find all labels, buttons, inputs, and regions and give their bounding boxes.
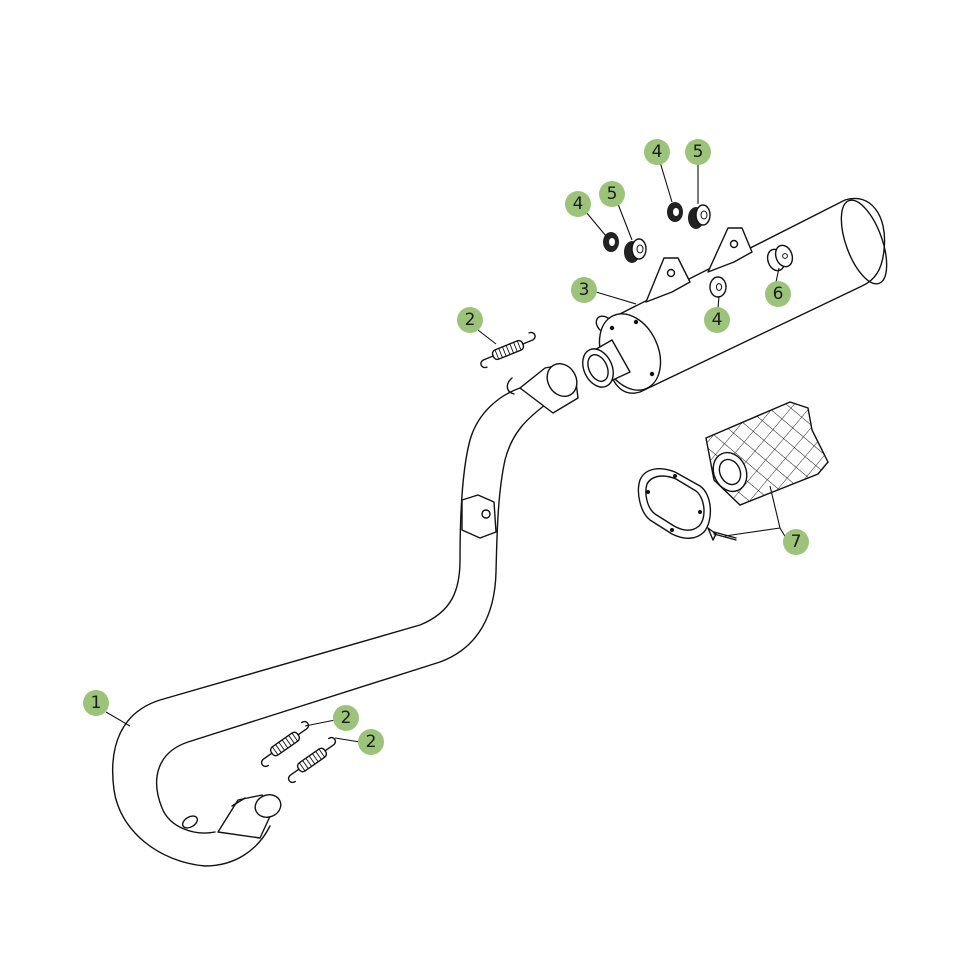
callout-layer: 1 2 2 2 3 4 4 4 5 5 6 7	[83, 139, 809, 755]
grommet-right	[688, 204, 711, 229]
end-cap-bolt	[707, 527, 737, 541]
callout-1: 1	[83, 690, 109, 716]
washer-right	[667, 202, 683, 222]
callout-6-label: 6	[773, 284, 784, 304]
callout-2-lower-b: 2	[358, 729, 384, 755]
callout-2-upper: 2	[457, 307, 483, 333]
spring-lower-2	[287, 736, 337, 784]
callout-2-upper-label: 2	[465, 310, 476, 330]
callout-7: 7	[783, 529, 809, 555]
callout-4-left: 4	[565, 191, 591, 217]
callout-4-lower-label: 4	[712, 310, 723, 330]
spring-upper	[480, 331, 536, 369]
spark-arrester-mesh	[705, 401, 829, 506]
header-pipe	[111, 362, 579, 867]
spring-lower-1	[260, 720, 310, 768]
washer-left	[603, 232, 619, 252]
washer-lower	[709, 276, 727, 298]
callout-5-left: 5	[599, 181, 625, 207]
callout-7-label: 7	[791, 532, 802, 552]
callout-2-lower-a: 2	[333, 705, 359, 731]
callout-4-left-label: 4	[573, 194, 584, 214]
callout-2-lower-a-label: 2	[341, 708, 352, 728]
leader-lines	[105, 161, 787, 743]
callout-3-label: 3	[579, 280, 590, 300]
callout-5-right-label: 5	[693, 142, 704, 162]
muffler	[582, 197, 888, 394]
callout-6: 6	[765, 281, 791, 307]
callout-4-lower: 4	[704, 307, 730, 333]
callout-4-right: 4	[644, 139, 670, 165]
callout-4-right-label: 4	[652, 142, 663, 162]
callout-3: 3	[571, 277, 597, 303]
callout-5-right: 5	[685, 139, 711, 165]
callout-2-lower-b-label: 2	[366, 732, 377, 752]
grommet-left	[624, 238, 647, 263]
callout-1-label: 1	[91, 693, 102, 713]
end-cap-plate	[637, 468, 711, 539]
callout-5-left-label: 5	[607, 184, 618, 204]
